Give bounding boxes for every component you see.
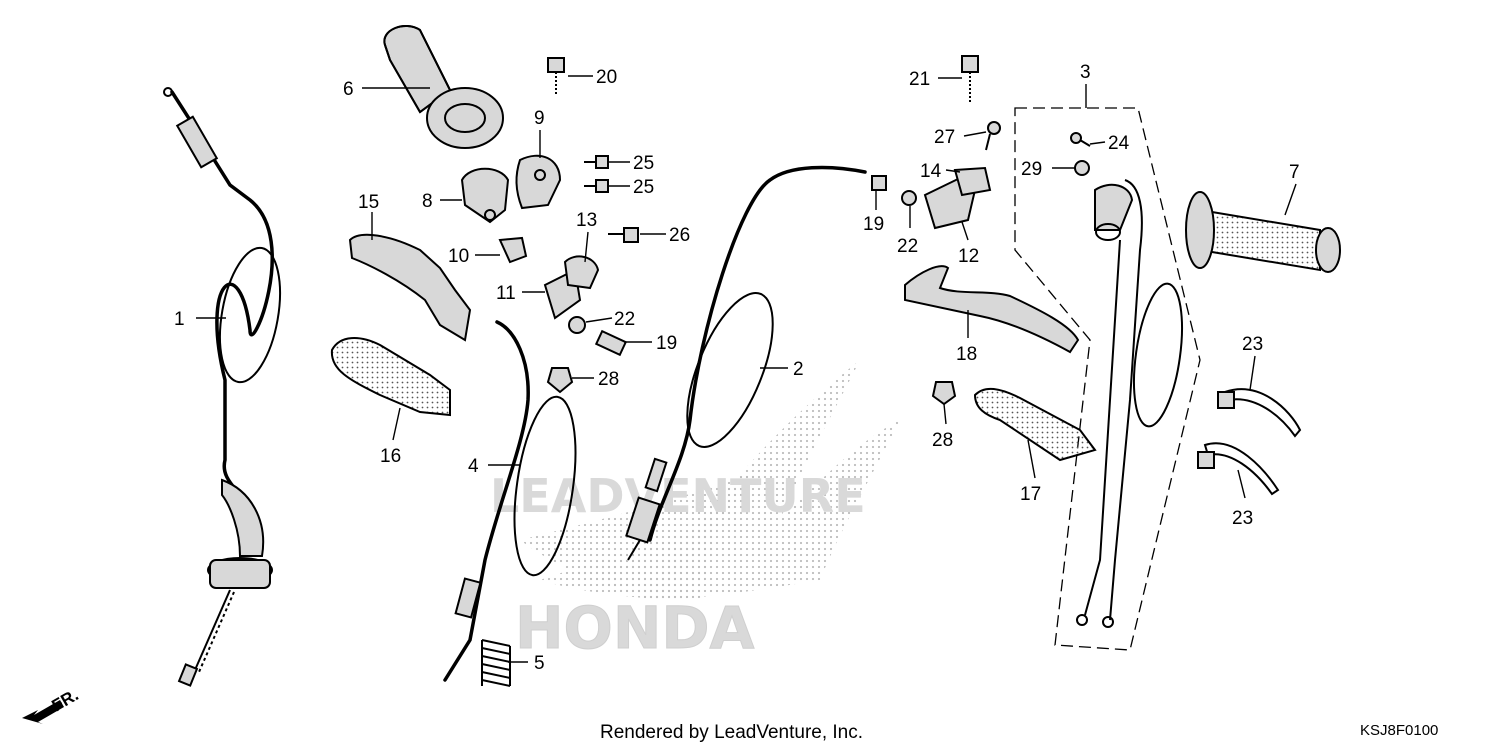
part-18-lever[interactable]: [904, 265, 1080, 354]
callout-25-b[interactable]: 25: [633, 177, 654, 198]
callout-27[interactable]: 27: [934, 127, 955, 148]
callout-8[interactable]: 8: [422, 191, 433, 212]
part-7-grip[interactable]: [1185, 191, 1341, 273]
part-8-housing[interactable]: [460, 167, 510, 224]
part-5-spring[interactable]: [481, 639, 511, 687]
leadventure-watermark-text: LEADVENTURE: [490, 469, 866, 523]
callout-labels: 1 2 3 4 5 6 7 8 9 10 11 12 13 14 15 16 1…: [174, 62, 1300, 674]
callout-22-a[interactable]: 22: [614, 309, 635, 330]
callout-25-a[interactable]: 25: [633, 153, 654, 174]
part-4-cable[interactable]: [443, 320, 585, 682]
part-1-throttle-cable[interactable]: [163, 87, 289, 687]
callout-17[interactable]: 17: [1020, 484, 1041, 505]
leader-lines: [196, 75, 1297, 663]
callout-9[interactable]: 9: [534, 108, 545, 129]
bolt-21[interactable]: [961, 55, 979, 102]
front-direction-indicator: FR.: [22, 685, 82, 724]
washer-29[interactable]: [1074, 160, 1090, 176]
callout-13[interactable]: 13: [576, 210, 597, 231]
part-13-lever-holder[interactable]: [563, 255, 600, 290]
nut-22-b[interactable]: [901, 190, 917, 206]
callout-10[interactable]: 10: [448, 246, 469, 267]
bolt-19-a[interactable]: [594, 329, 628, 357]
part-2-cable[interactable]: [625, 165, 867, 561]
callout-5[interactable]: 5: [534, 653, 545, 674]
nut-28-b[interactable]: [931, 381, 957, 406]
callout-26[interactable]: 26: [669, 225, 690, 246]
callout-3[interactable]: 3: [1080, 62, 1091, 83]
part-3-switch-assembly-outline: [1014, 107, 1201, 651]
nut-22-a[interactable]: [568, 316, 586, 334]
part-15-lever[interactable]: [348, 233, 472, 342]
callout-23-b[interactable]: 23: [1232, 508, 1253, 529]
part-6-throttle-grip[interactable]: [383, 25, 504, 149]
callout-7[interactable]: 7: [1289, 162, 1300, 183]
callout-11[interactable]: 11: [496, 283, 516, 304]
callout-15[interactable]: 15: [358, 192, 379, 213]
callout-20[interactable]: 20: [596, 67, 617, 88]
honda-wing-watermark: HONDA LEADVENTURE: [490, 360, 900, 663]
callout-2[interactable]: 2: [793, 359, 804, 380]
part-3-switch[interactable]: [1076, 179, 1190, 628]
callout-4[interactable]: 4: [468, 456, 479, 477]
screw-27[interactable]: [985, 121, 1001, 151]
callout-24[interactable]: 24: [1108, 133, 1130, 154]
part-9-housing[interactable]: [515, 154, 562, 210]
part-17-lever-cover[interactable]: [973, 387, 1097, 462]
callout-21[interactable]: 21: [909, 69, 930, 90]
callout-6[interactable]: 6: [343, 79, 354, 100]
nut-28-a[interactable]: [546, 367, 574, 394]
honda-watermark-text: HONDA: [515, 594, 755, 662]
callout-16[interactable]: 16: [380, 446, 401, 467]
callout-28-b[interactable]: 28: [932, 430, 953, 451]
callout-1[interactable]: 1: [174, 309, 185, 330]
callout-19-a[interactable]: 19: [656, 333, 677, 354]
callout-12[interactable]: 12: [958, 246, 979, 267]
callout-28-a[interactable]: 28: [598, 369, 619, 390]
footer-credit: Rendered by LeadVenture, Inc.: [600, 722, 863, 743]
part-16-lever-cover[interactable]: [330, 337, 451, 417]
diagram-code: KSJ8F0100: [1360, 722, 1438, 739]
screw-24[interactable]: [1070, 132, 1091, 147]
callout-23-a[interactable]: 23: [1242, 334, 1263, 355]
callout-14[interactable]: 14: [920, 161, 942, 182]
part-14-holder[interactable]: [953, 166, 992, 197]
callout-18[interactable]: 18: [956, 344, 977, 365]
bolt-25-b[interactable]: [584, 179, 609, 193]
part-23-band-a[interactable]: [1217, 388, 1302, 438]
front-arrow-icon: [22, 700, 64, 724]
callout-19-b[interactable]: 19: [863, 214, 884, 235]
bolt-20[interactable]: [547, 57, 565, 96]
callout-29[interactable]: 29: [1021, 159, 1042, 180]
bolt-26[interactable]: [608, 227, 639, 243]
bolt-19-b[interactable]: [871, 175, 887, 191]
part-23-band-b[interactable]: [1197, 442, 1280, 496]
bolt-25-a[interactable]: [584, 155, 609, 169]
callout-22-b[interactable]: 22: [897, 236, 918, 257]
part-10-clip[interactable]: [498, 236, 528, 264]
